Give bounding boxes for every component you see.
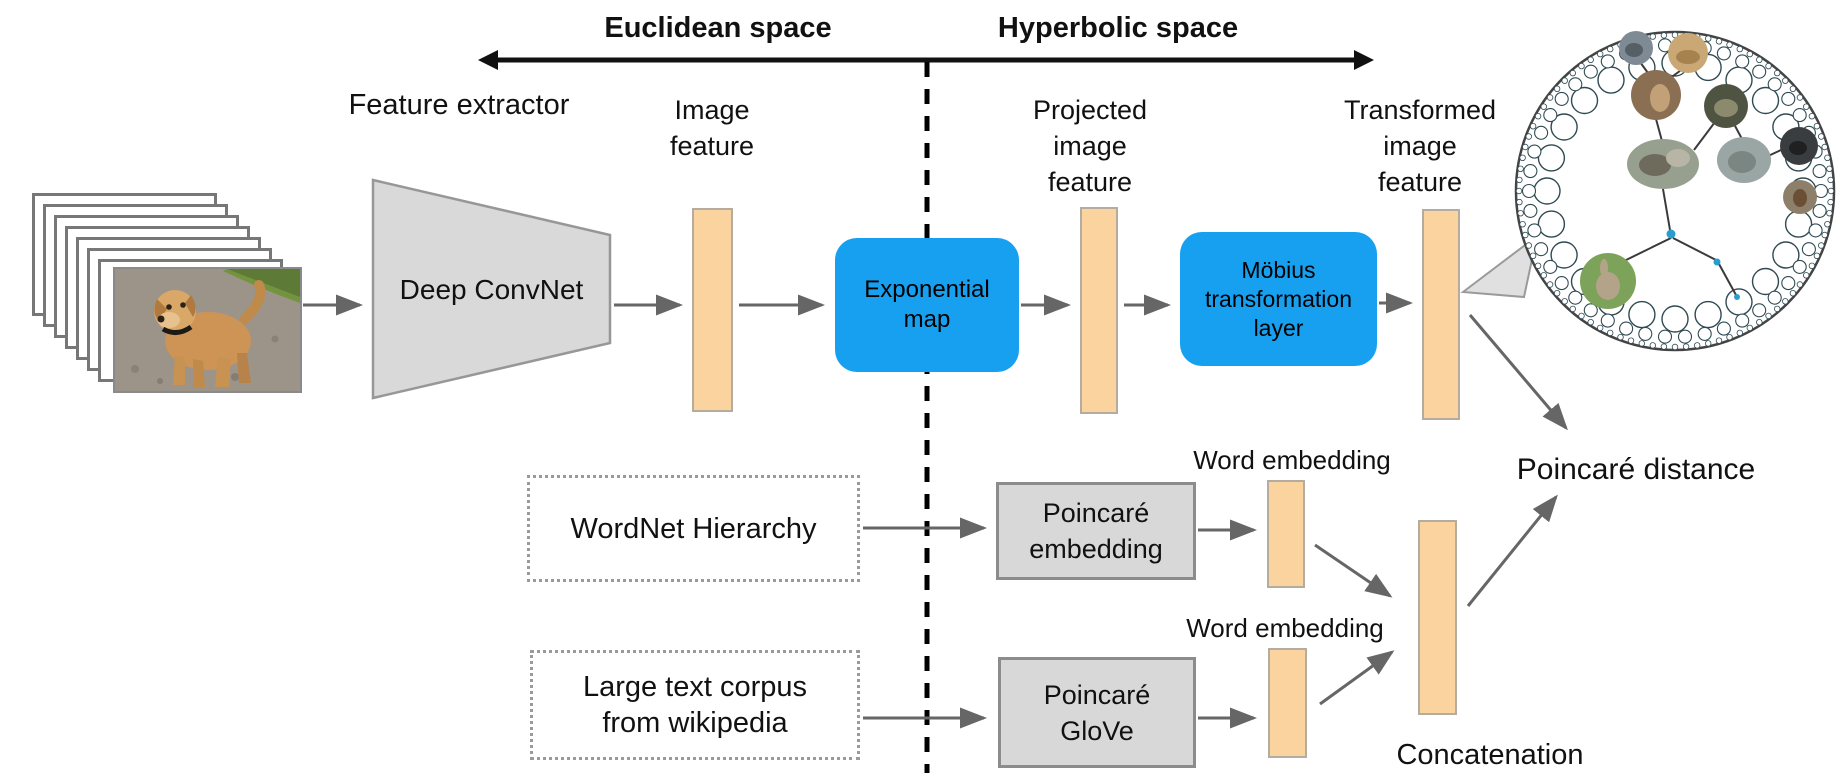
connector-arrows xyxy=(303,292,1568,729)
projection-cone xyxy=(1460,233,1539,299)
word-embedding-top-label: Word embedding xyxy=(1193,445,1391,475)
deep-convnet-trapezoid xyxy=(371,178,612,400)
arrow-wordvec-to-concat-top xyxy=(1314,543,1393,598)
word-embedding-top-bar xyxy=(1267,480,1305,588)
large-text-corpus-box: Large text corpus from wikipedia xyxy=(530,650,860,760)
image-feature-label: Image feature xyxy=(669,95,755,161)
hyperbolic-space-label: Hyperbolic space xyxy=(997,12,1239,44)
concatenation-bar xyxy=(1418,520,1457,715)
exponential-map-box: Exponential map xyxy=(835,238,1019,372)
space-axis-arrow xyxy=(478,50,1374,70)
arrow-wordvec-to-concat-bot xyxy=(1319,650,1395,706)
feature-extractor-label: Feature extractor xyxy=(348,89,570,121)
poincare-glove-box: Poincaré GloVe xyxy=(998,657,1196,768)
transformed-image-feature-label: Transformed image feature xyxy=(1343,95,1497,197)
deep-convnet-label: Deep ConvNet xyxy=(399,274,584,305)
concatenation-label: Concatenation xyxy=(1396,739,1584,771)
poincare-embedding-box: Poincaré embedding xyxy=(996,482,1196,580)
word-embedding-bottom-label: Word embedding xyxy=(1186,613,1384,643)
word-embedding-bottom-bar xyxy=(1268,648,1307,758)
transformed-image-feature-bar xyxy=(1422,209,1460,420)
animal-image-nodes xyxy=(1580,31,1818,309)
euclidean-space-label: Euclidean space xyxy=(604,12,832,44)
image-feature-bar xyxy=(692,208,733,412)
poincare-disk-visualization xyxy=(1514,30,1836,352)
projected-image-feature-label: Projected image feature xyxy=(1032,95,1148,197)
mobius-transformation-box: Möbius transformation layer xyxy=(1180,232,1377,366)
projected-image-feature-bar xyxy=(1080,207,1118,414)
wordnet-hierarchy-box: WordNet Hierarchy xyxy=(527,475,860,582)
arrow-transformed-to-distance xyxy=(1468,314,1568,431)
dog-photo xyxy=(113,267,302,393)
hyperbolic-tessellation xyxy=(1515,31,1835,351)
arrow-concat-to-distance xyxy=(1466,494,1558,607)
poincare-distance-label: Poincaré distance xyxy=(1516,453,1756,486)
